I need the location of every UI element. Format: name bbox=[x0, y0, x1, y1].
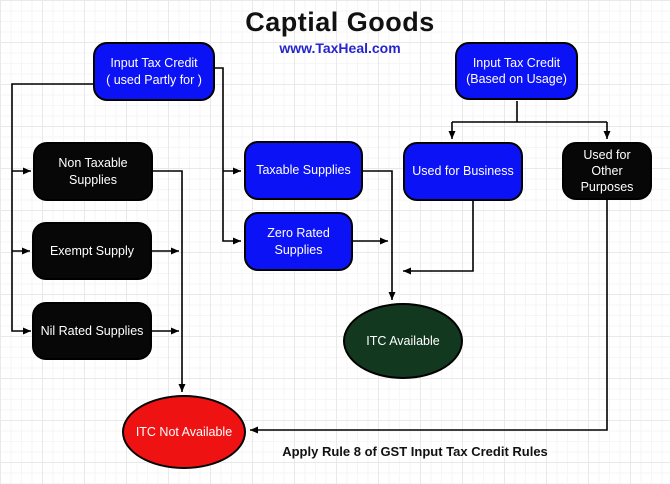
connector-non-taxable-to-itc-not-available bbox=[153, 170, 186, 392]
node-used-for-business: Used for Business bbox=[403, 142, 523, 201]
node-exempt-supply: Exempt Supply bbox=[32, 222, 152, 280]
connector-usage-branch bbox=[452, 101, 607, 123]
node-input-tax-credit-partly: Input Tax Credit ( used Partly for ) bbox=[93, 42, 215, 101]
node-input-tax-credit-usage: Input Tax Credit (Based on Usage) bbox=[455, 42, 578, 100]
website-link-text: www.TaxHeal.com bbox=[279, 40, 401, 56]
connector-used-other-to-itc-not-available bbox=[250, 200, 608, 434]
rule-note: Apply Rule 8 of GST Input Tax Credit Rul… bbox=[282, 444, 548, 459]
connector-taxable-to-itc-available bbox=[363, 170, 396, 300]
page-title: Captial Goods bbox=[245, 7, 435, 37]
node-itc-available: ITC Available bbox=[343, 303, 463, 379]
node-used-for-other-purposes: Used for Other Purposes bbox=[562, 142, 652, 200]
node-non-taxable-supplies: Non Taxable Supplies bbox=[33, 142, 153, 201]
node-itc-not-available: ITC Not Available bbox=[122, 395, 246, 469]
connector-partly-to-zero-rated bbox=[215, 67, 241, 245]
node-zero-rated-supplies: Zero Rated Supplies bbox=[244, 212, 353, 271]
node-nil-rated-supplies: Nil Rated Supplies bbox=[32, 302, 152, 360]
connector-partly-to-nil-rated bbox=[11, 83, 93, 335]
node-taxable-supplies: Taxable Supplies bbox=[244, 141, 363, 200]
connector-used-business-to-itc-available bbox=[403, 200, 474, 275]
